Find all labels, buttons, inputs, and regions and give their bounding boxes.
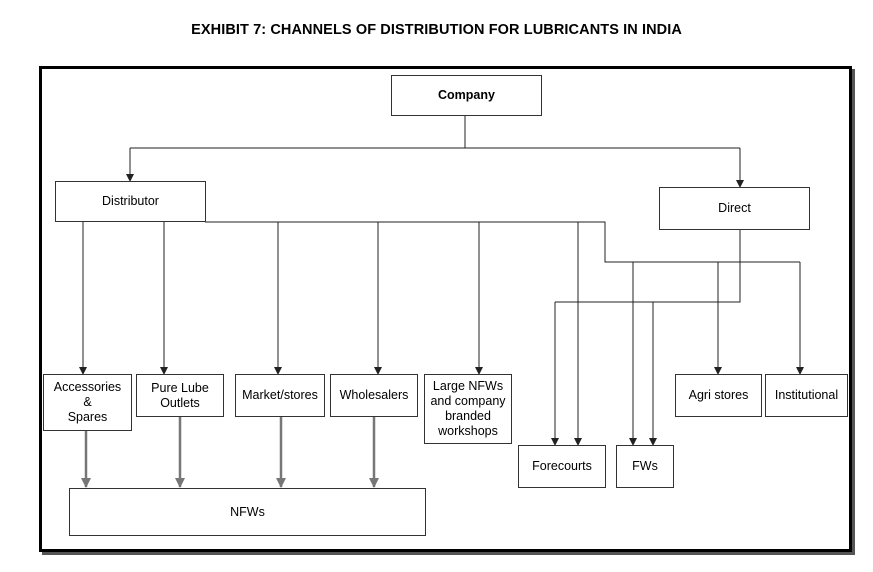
- edge-distributor-bus: [205, 221, 800, 263]
- node-wholesalers: Wholesalers: [330, 374, 418, 417]
- node-institutional: Institutional: [765, 374, 848, 417]
- edge-direct-bus: [555, 230, 741, 303]
- node-direct: Direct: [659, 187, 810, 230]
- node-pure-lube-outlets: Pure Lube Outlets: [136, 374, 224, 417]
- node-nfws: NFWs: [69, 488, 426, 536]
- edge-company-split: [130, 116, 740, 149]
- node-large-nfws: Large NFWs and company branded workshops: [424, 374, 512, 444]
- node-fws: FWs: [616, 445, 674, 488]
- node-market-stores: Market/stores: [235, 374, 325, 417]
- node-agri-stores: Agri stores: [675, 374, 762, 417]
- page-title: EXHIBIT 7: CHANNELS OF DISTRIBUTION FOR …: [191, 22, 682, 38]
- diagram-frame: [39, 66, 852, 552]
- node-distributor: Distributor: [55, 181, 206, 222]
- node-company: Company: [391, 75, 542, 116]
- node-forecourts: Forecourts: [518, 445, 606, 488]
- node-accessories-spares: Accessories & Spares: [43, 374, 132, 431]
